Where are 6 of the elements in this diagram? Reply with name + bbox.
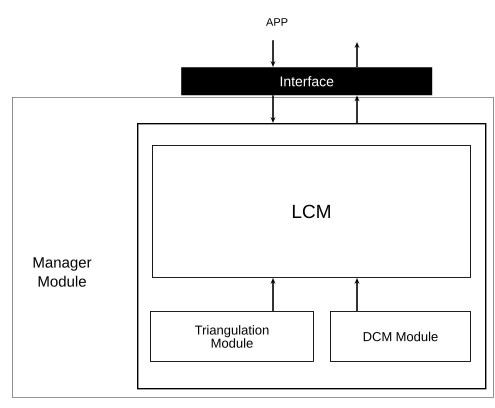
module-box: Triangulation Module	[150, 311, 314, 362]
interface-bar: Interface	[181, 67, 432, 96]
module-box: LCM	[152, 145, 471, 278]
label-text: APP	[266, 18, 288, 26]
module-box: DCM Module	[330, 311, 471, 362]
container-box	[137, 123, 486, 390]
